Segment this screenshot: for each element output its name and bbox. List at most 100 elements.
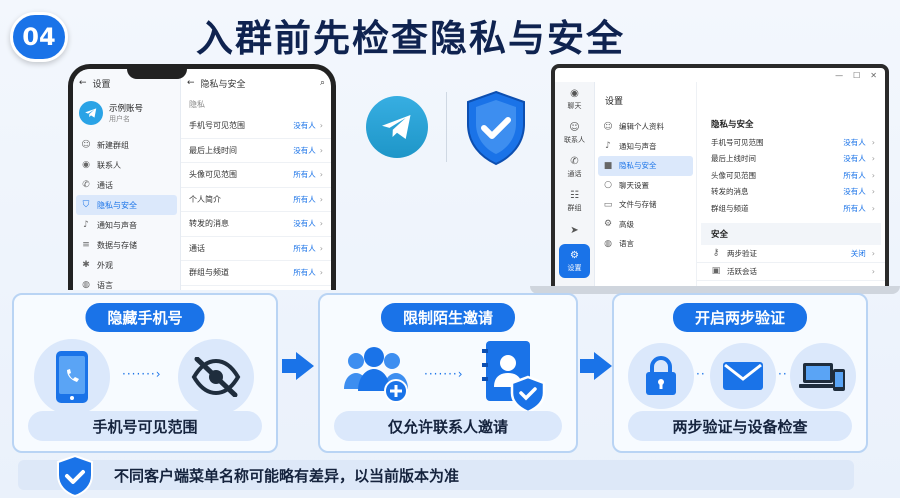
setting-row[interactable]: 最后上线时间没有人›: [697, 151, 885, 168]
shield-check-icon: [467, 90, 525, 166]
phone-nav-data[interactable]: ≡数据与存储: [73, 235, 180, 255]
desktop-nav-advanced[interactable]: ⚙高级: [595, 215, 696, 235]
globe-icon: ◍: [604, 238, 612, 249]
setting-label: 头像可见范围: [189, 170, 237, 180]
chevron-right-icon: ›: [319, 268, 323, 278]
lock-circle: [628, 343, 694, 409]
phone-icon: ✆: [82, 180, 90, 190]
dotted-arrow: ·······›: [122, 367, 162, 381]
phone-nav-language[interactable]: ◍语言: [73, 275, 180, 290]
setting-row[interactable]: ⚷两步验证关闭›: [697, 245, 885, 263]
nav-label: 隐私与安全: [97, 200, 137, 210]
setting-row[interactable]: 通话所有人›: [181, 237, 331, 261]
chevron-right-icon: ›: [319, 145, 323, 155]
step-badge: 04: [10, 12, 68, 62]
setting-value: 没有人: [293, 145, 316, 155]
rail-item-contacts[interactable]: ☺联系人: [555, 116, 594, 150]
setting-row[interactable]: 群组与频道所有人›: [697, 200, 885, 217]
bell-icon: ♪: [605, 141, 611, 152]
card-limit-invites: 限制陌生邀请 ·······› 仅允许联系人邀请: [318, 293, 578, 453]
minimize-icon[interactable]: —: [835, 70, 844, 80]
setting-value: 所有人: [293, 170, 316, 180]
setting-label: 手机号可见范围: [711, 137, 764, 147]
setting-value: 所有人: [843, 170, 866, 180]
setting-value: 所有人: [293, 243, 316, 253]
user-icon: ☺: [603, 121, 613, 132]
desktop-nav-privacy[interactable]: ■隐私与安全: [598, 156, 693, 176]
rail-label: 通话: [567, 169, 582, 178]
device-icon: ▣: [711, 266, 721, 276]
appearance-icon: ✱: [82, 260, 90, 270]
chevron-right-icon: ›: [319, 243, 323, 253]
setting-row[interactable]: 转发的消息没有人›: [697, 184, 885, 201]
phone-nav-appearance[interactable]: ✱ 外观: [73, 255, 180, 275]
window-titlebar: — ☐ ✕: [555, 68, 885, 82]
chevron-right-icon: ›: [871, 137, 875, 147]
rail-item-groups[interactable]: ☷群组: [555, 184, 594, 218]
back-arrow-icon[interactable]: ←: [187, 78, 195, 88]
setting-label: 最后上线时间: [189, 145, 237, 155]
desktop-nav-edit-profile[interactable]: ☺编辑个人资料: [595, 117, 696, 137]
setting-row[interactable]: ▣活跃会话›: [697, 263, 885, 281]
rail-item-chats[interactable]: ◉聊天: [555, 82, 594, 116]
chevron-right-icon: ›: [871, 266, 875, 276]
divider: [446, 92, 447, 162]
search-icon[interactable]: ⌕: [319, 78, 325, 88]
rail-item-send[interactable]: ➤: [555, 218, 594, 242]
desktop-privacy-panel: 隐私与安全 手机号可见范围没有人› 最后上线时间没有人› 头像可见范围所有人› …: [697, 82, 885, 286]
bell-icon: ♪: [83, 220, 89, 230]
laptop-base: [530, 286, 900, 294]
flow-arrow-stem: [282, 359, 296, 373]
setting-row[interactable]: 转发的消息没有人›: [181, 212, 331, 237]
setting-value: 没有人: [843, 154, 866, 164]
desktop-nav-chat-settings[interactable]: ○聊天设置: [595, 176, 696, 196]
setting-row[interactable]: 头像可见范围所有人›: [697, 167, 885, 184]
close-icon[interactable]: ✕: [870, 70, 877, 80]
laptop-phone-icon: [799, 363, 845, 391]
maximize-icon[interactable]: ☐: [853, 70, 861, 80]
desktop-nav-files[interactable]: ▭文件与存储: [595, 195, 696, 215]
eye-off-icon: [191, 357, 241, 397]
setting-row[interactable]: 群组与频道所有人›: [181, 261, 331, 286]
chat-icon: ○: [604, 180, 612, 191]
setting-value: 关闭: [850, 248, 866, 258]
phone-nav-contacts[interactable]: ◉联系人: [73, 155, 180, 175]
send-icon: ➤: [570, 224, 579, 236]
telegram-logo-icon: [79, 101, 103, 125]
setting-row[interactable]: 最后上线时间 没有人›: [181, 139, 331, 163]
setting-label: 转发的消息: [711, 187, 749, 197]
rail-item-settings[interactable]: ⚙ 设置: [559, 244, 590, 278]
setting-row[interactable]: 手机号可见范围没有人›: [181, 114, 331, 139]
phone-nav-new-group[interactable]: ☺新建群组: [73, 135, 180, 155]
setting-row[interactable]: 头像可见范围所有人›: [181, 163, 331, 188]
phone-nav-notifications[interactable]: ♪通知与声音: [73, 215, 180, 235]
phone-nav-calls[interactable]: ✆通话: [73, 175, 180, 195]
nav-label: 通知与声音: [619, 141, 657, 151]
phone-nav-privacy[interactable]: ⛉ 隐私与安全: [76, 195, 177, 215]
phone-right-header: ← 隐私与安全 ⌕: [181, 69, 331, 97]
phone-mockup: ← 设置 示例账号 用户名 ☺新建群组 ◉联系人 ✆通话 ⛉隐私与安全 ♪通知与…: [68, 64, 336, 290]
nav-label: 语言: [619, 239, 634, 249]
card-title: 开启两步验证: [672, 303, 808, 332]
account-card[interactable]: 示例账号 用户名: [73, 97, 180, 129]
chevron-right-icon: ›: [871, 154, 875, 164]
shield-check-icon: [57, 455, 93, 497]
smartphone-icon: [56, 351, 88, 403]
setting-row[interactable]: 个人简介所有人›: [181, 188, 331, 212]
setting-value: 没有人: [843, 187, 866, 197]
card-title: 限制陌生邀请: [380, 303, 516, 332]
setting-row[interactable]: 手机号可见范围没有人›: [697, 134, 885, 151]
setting-value: 所有人: [293, 194, 316, 204]
gear-icon: ⚙: [570, 249, 579, 261]
back-arrow-icon[interactable]: ←: [79, 78, 87, 88]
desktop-nav-language[interactable]: ◍ 语言: [595, 234, 696, 254]
rail-label: 设置: [567, 263, 582, 272]
chevron-right-icon: ›: [319, 121, 323, 131]
chevron-right-icon: ›: [319, 194, 323, 204]
shield-icon: ⛉: [82, 200, 90, 210]
rail-item-calls[interactable]: ✆通话: [555, 150, 594, 184]
desktop-nav-notifications[interactable]: ♪ 通知与声音: [595, 137, 696, 157]
telegram-logo-icon: [366, 96, 428, 158]
devices-circle: [790, 343, 856, 409]
nav-label: 外观: [97, 260, 113, 270]
